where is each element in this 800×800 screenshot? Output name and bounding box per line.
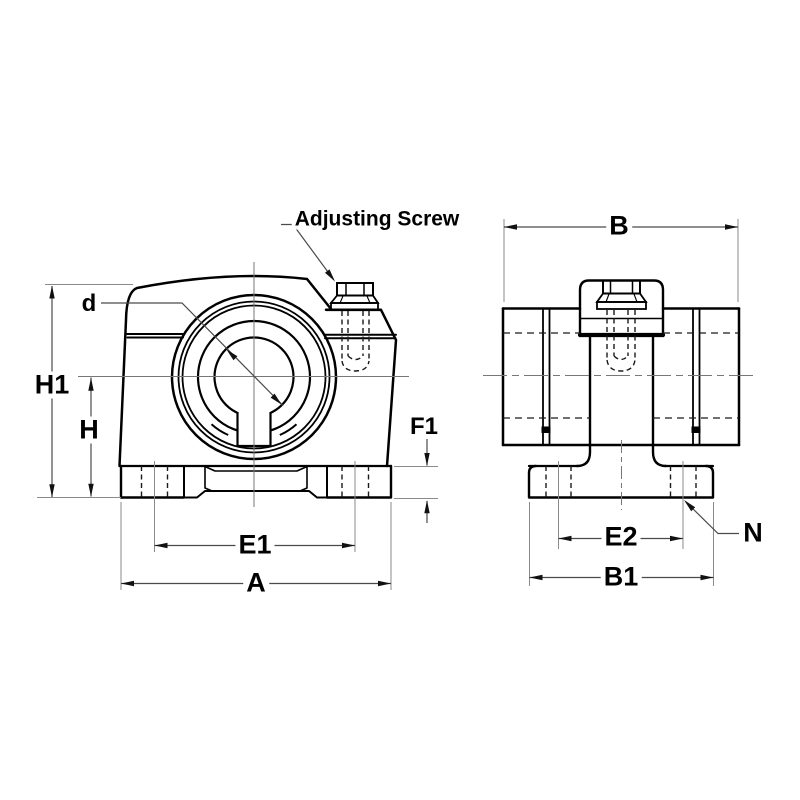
relief-arc-right	[279, 423, 298, 436]
leader-n	[685, 501, 739, 535]
adjusting-screw-front	[326, 282, 381, 312]
callout-adjusting-screw: Adjusting Screw	[291, 208, 463, 230]
dim-label-h1: H1	[31, 371, 73, 399]
dim-label-a: A	[243, 569, 269, 597]
leader-adjusting-screw	[281, 223, 334, 280]
side-hidden-lines	[503, 310, 739, 497]
dim-label-e1: E1	[235, 531, 275, 559]
groove-notch-right	[691, 426, 701, 433]
front-view-linework	[78, 262, 409, 507]
dim-label-h: H	[76, 416, 102, 444]
side-centerlines	[483, 375, 757, 510]
dimension-linework	[37, 219, 739, 590]
leader-d	[101, 302, 284, 407]
groove-notch-left	[541, 426, 551, 433]
extension-lines	[37, 219, 739, 590]
dim-label-f1: F1	[406, 415, 442, 439]
side-view-linework	[483, 279, 757, 510]
dim-label-d: d	[78, 292, 100, 316]
front-centerlines	[78, 262, 409, 507]
front-hidden-lines	[140, 311, 370, 498]
adjusting-screw-side	[595, 279, 648, 310]
dim-label-b1: B1	[600, 563, 642, 591]
relief-arc-left	[210, 423, 229, 436]
side-body	[501, 279, 741, 499]
dim-label-b: B	[606, 212, 632, 240]
arrowheads	[49, 224, 738, 587]
dim-label-e2: E2	[601, 523, 641, 551]
dim-label-n: N	[740, 519, 766, 547]
